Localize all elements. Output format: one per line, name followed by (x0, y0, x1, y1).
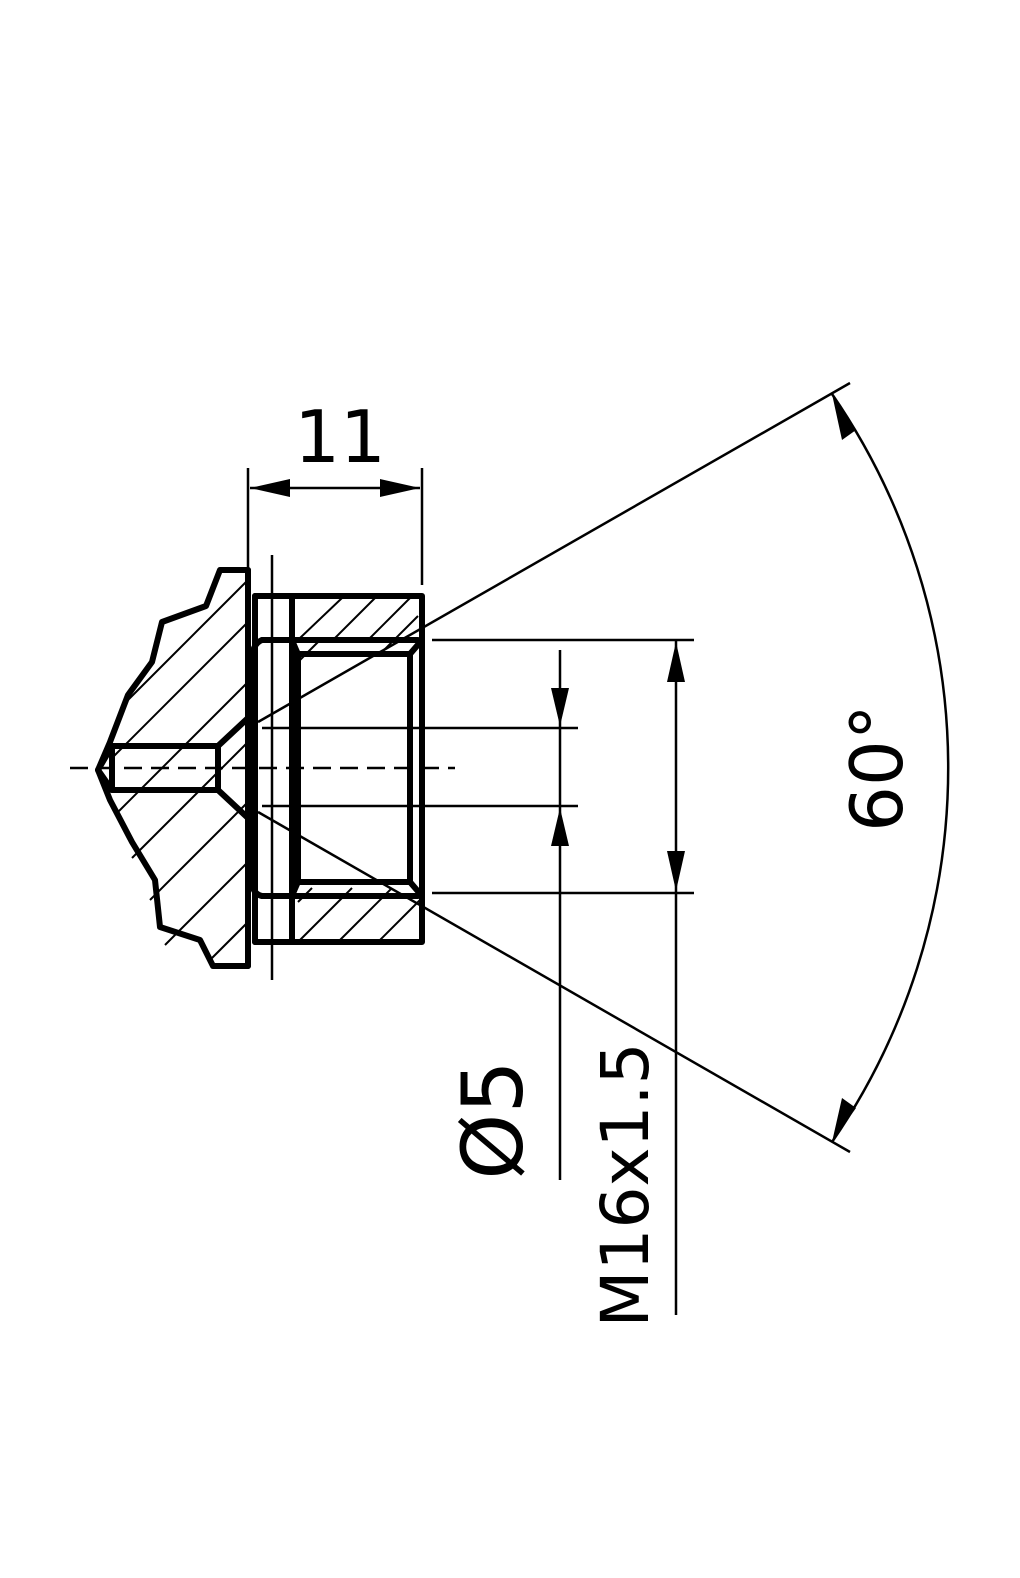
dimension-thread-label: M16x1.5 (587, 1043, 664, 1328)
dimension-length-label: 11 (294, 395, 386, 479)
dimension-length: 11 (246, 395, 424, 585)
dimension-angle: 60° (257, 381, 950, 1154)
dimension-bore-diameter: Ø5 (262, 650, 578, 1180)
housing-body (95, 567, 251, 969)
dimension-bore-diameter-label: Ø5 (444, 1060, 542, 1180)
threaded-plug (249, 555, 425, 980)
dimension-angle-label: 60° (835, 704, 919, 832)
dimension-thread: M16x1.5 (432, 638, 694, 1328)
